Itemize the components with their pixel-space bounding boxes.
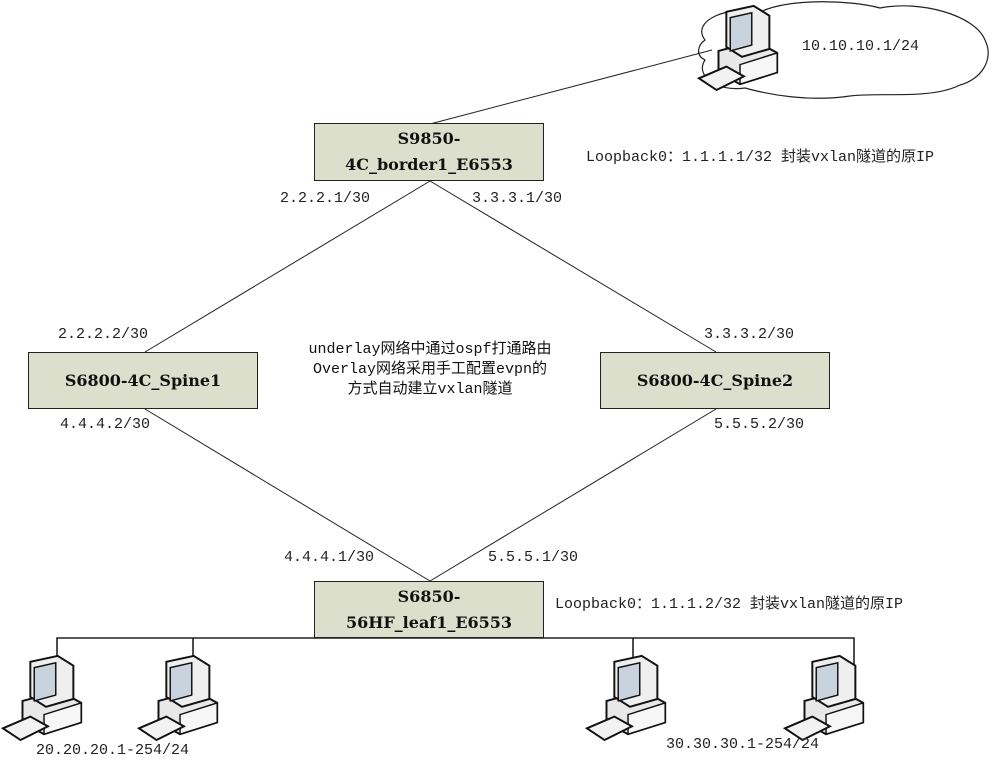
- node-label: S6850-: [397, 586, 461, 606]
- ip-label: 4.4.4.2/30: [60, 416, 151, 433]
- ip-label: 5.5.5.2/30: [714, 416, 805, 433]
- ip-label: 4.4.4.1/30: [284, 549, 375, 566]
- description-line: Overlay网络采用手工配置evpn的: [312, 361, 548, 378]
- switch-spine2[interactable]: S6800-4C_Spine2: [600, 352, 830, 409]
- ip-label: 5.5.5.1/30: [488, 549, 579, 566]
- host-ip-label: 20.20.20.1-254/24: [36, 742, 190, 759]
- switch-leaf1[interactable]: S6850- 56HF_leaf1_E6553: [314, 581, 544, 638]
- node-label: S6800-4C_Spine1: [64, 370, 222, 390]
- border-loopback-note: Loopback0：1.1.1.1/32 封装vxlan隧道的原IP: [586, 149, 935, 166]
- computer-icon: [697, 4, 779, 92]
- node-label: S9850-: [397, 129, 461, 148]
- computer-icon: [1, 654, 83, 742]
- description-line: underlay网络中通过ospf打通路由: [308, 341, 552, 358]
- ip-label: 2.2.2.1/30: [280, 190, 371, 207]
- host-ip-label: 10.10.10.1/24: [802, 38, 920, 55]
- node-label: 56HF_leaf1_E6553: [345, 612, 513, 632]
- computer-icon: [783, 654, 865, 742]
- node-label: 4C_border1_E6553: [345, 155, 513, 174]
- ip-label: 3.3.3.2/30: [704, 326, 795, 343]
- description-line: 方式自动建立vxlan隧道: [347, 381, 513, 398]
- node-label: S6800-4C_Spine2: [636, 370, 794, 390]
- computer-icon: [585, 654, 667, 742]
- leaf-loopback-note: Loopback0：1.1.1.2/32 封装vxlan隧道的原IP: [555, 596, 904, 613]
- ip-label: 2.2.2.2/30: [58, 326, 149, 343]
- computer-icon: [137, 654, 219, 742]
- switch-spine1[interactable]: S6800-4C_Spine1: [28, 352, 258, 409]
- switch-border1[interactable]: S9850- 4C_border1_E6553: [314, 123, 544, 181]
- host-ip-label: 30.30.30.1-254/24: [666, 736, 820, 753]
- overlay-description: underlay网络中通过ospf打通路由 Overlay网络采用手工配置evp…: [270, 340, 590, 400]
- ip-label: 3.3.3.1/30: [472, 190, 563, 207]
